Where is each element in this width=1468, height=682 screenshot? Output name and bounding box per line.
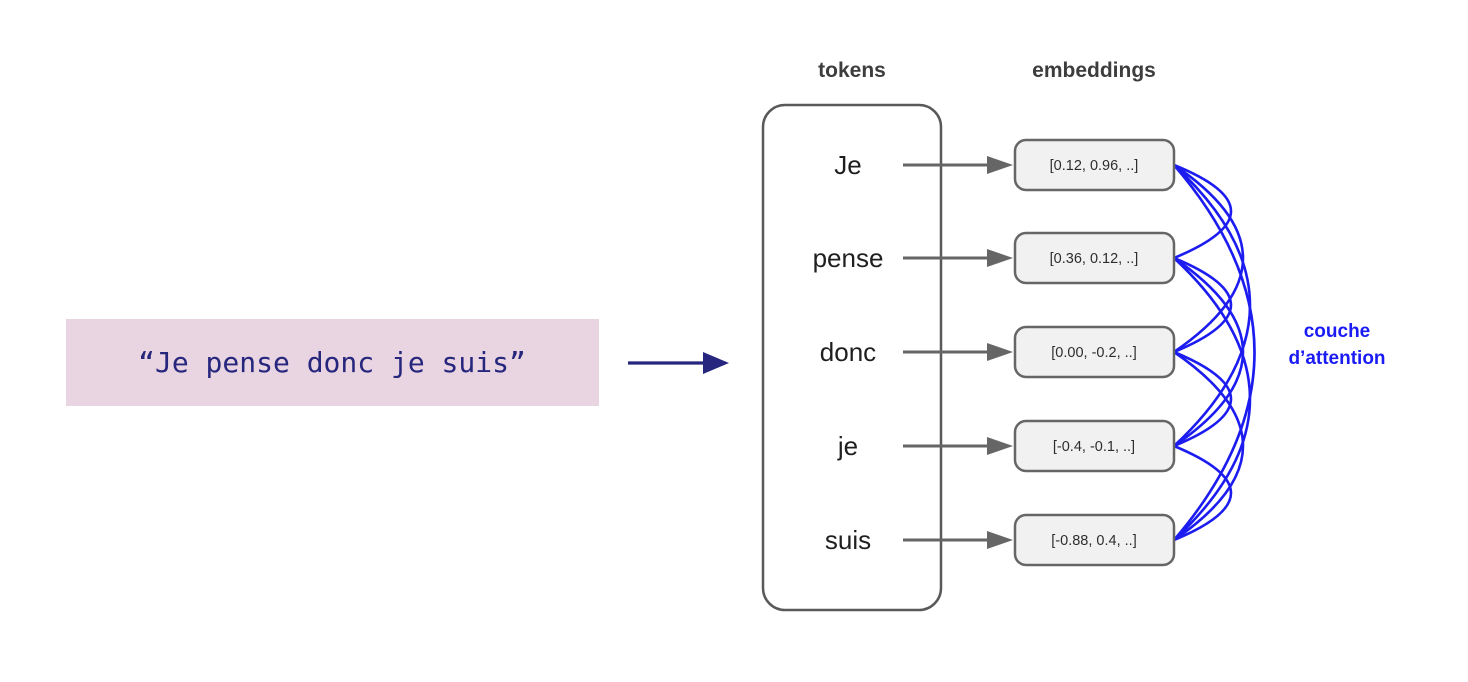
embedding-vector: [0.00, -0.2, ..] — [1051, 345, 1136, 361]
embedding-box — [1013, 138, 1176, 192]
embedding-row: [-0.4, -0.1, ..] — [1013, 419, 1176, 473]
token-arrow-head-icon — [987, 343, 1013, 361]
tokens-column-header: tokens — [818, 59, 886, 82]
embeddings-column-header: embeddings — [1032, 59, 1156, 82]
token-arrow-head-icon — [987, 249, 1013, 267]
token-list: Je pense donc je suis — [813, 150, 884, 555]
embedding-row: [-0.88, 0.4, ..] — [1013, 513, 1176, 567]
attention-arc — [1172, 444, 1233, 542]
attention-label-line1: couche — [1304, 321, 1371, 342]
embedding-row: [0.00, -0.2, ..] — [1013, 325, 1176, 379]
attention-arc — [1172, 256, 1252, 542]
attention-arc — [1172, 163, 1233, 260]
input-sentence-box — [66, 319, 599, 406]
embedding-row: [0.12, 0.96, ..] — [1013, 138, 1176, 192]
attention-arc — [1172, 256, 1233, 354]
embedding-box — [1013, 513, 1176, 567]
token-arrow-head-icon — [987, 437, 1013, 455]
token-label: pense — [813, 243, 884, 273]
input-sentence-text: “Je pense donc je suis” — [138, 346, 526, 379]
input-arrow-head-icon — [703, 352, 729, 374]
token-label: Je — [834, 150, 861, 180]
token-label: je — [837, 431, 858, 461]
token-label: suis — [825, 525, 871, 555]
embedding-row: [0.36, 0.12, ..] — [1013, 231, 1176, 285]
attention-arc — [1172, 163, 1256, 542]
token-to-embedding-arrows — [903, 156, 1013, 549]
embedding-vector: [-0.88, 0.4, ..] — [1051, 533, 1136, 549]
tokens-container-box — [761, 103, 943, 612]
attention-layer-label: couche d’attention — [1288, 321, 1385, 369]
token-arrow-head-icon — [987, 156, 1013, 174]
attention-arc — [1172, 350, 1245, 542]
embedding-box — [1013, 419, 1176, 473]
embedding-box — [1013, 231, 1176, 285]
token-label: donc — [820, 337, 876, 367]
attention-arcs — [1172, 163, 1256, 542]
embedding-vector: [0.36, 0.12, ..] — [1050, 251, 1139, 267]
attention-arc — [1172, 350, 1233, 448]
token-arrow-head-icon — [987, 531, 1013, 549]
embedding-vector: [0.12, 0.96, ..] — [1050, 158, 1139, 174]
embedding-box — [1013, 325, 1176, 379]
attention-arc — [1172, 256, 1245, 448]
embedding-list: [0.12, 0.96, ..] [0.36, 0.12, ..] [0.00,… — [1013, 138, 1176, 567]
attention-label-line2: d’attention — [1288, 348, 1385, 369]
attention-arc — [1172, 163, 1252, 448]
attention-arc — [1172, 163, 1245, 354]
embedding-vector: [-0.4, -0.1, ..] — [1053, 439, 1135, 455]
